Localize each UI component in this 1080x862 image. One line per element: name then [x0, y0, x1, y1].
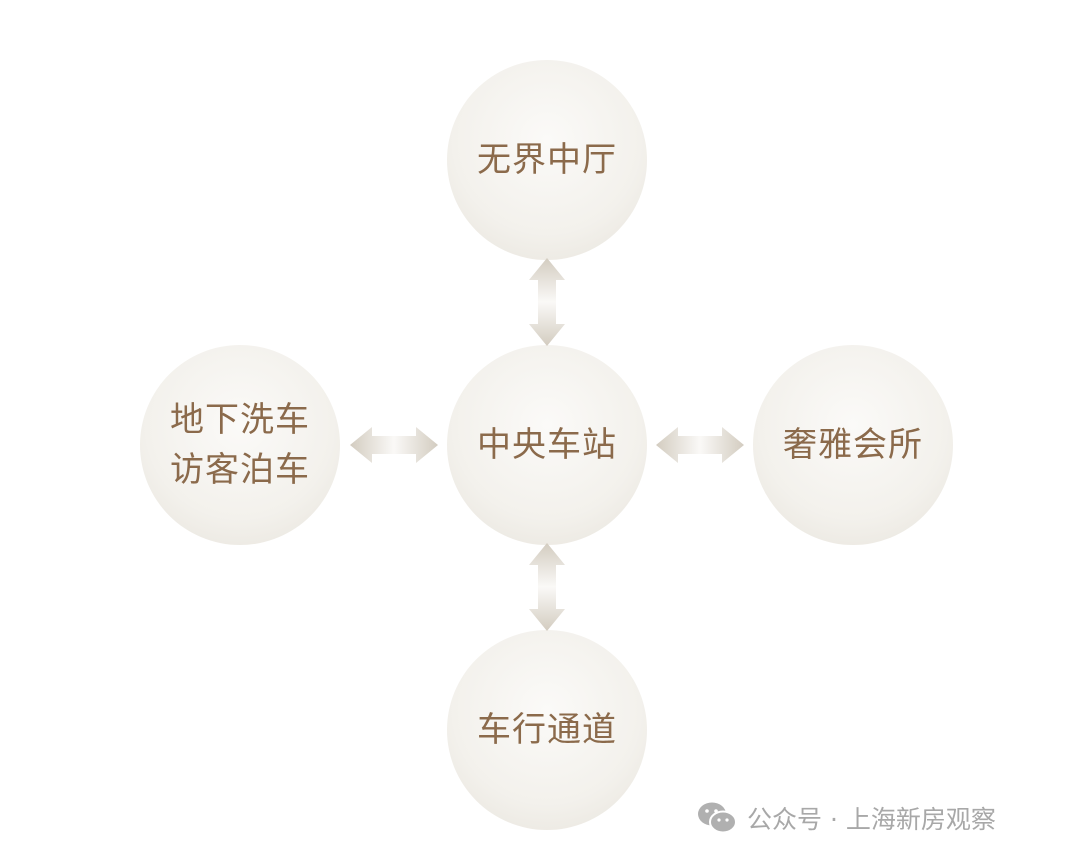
arrow-center-right	[656, 427, 744, 463]
node-right-label: 奢雅会所	[783, 425, 923, 465]
node-top: 无界中厅	[447, 60, 647, 260]
node-bottom-label: 车行通道	[477, 710, 617, 750]
wechat-icon	[698, 802, 737, 834]
node-left: 地下洗车 访客泊车	[140, 345, 340, 545]
arrow-center-bottom	[529, 543, 565, 631]
node-center-label: 中央车站	[477, 425, 617, 465]
node-bottom: 车行通道	[447, 630, 647, 830]
node-left-line2: 访客泊车	[170, 450, 310, 490]
footer-watermark: 公众号 · 上海新房观察	[697, 800, 996, 836]
node-right: 奢雅会所	[753, 345, 953, 545]
node-top-label: 无界中厅	[477, 140, 617, 180]
footer-text: 公众号 · 上海新房观察	[747, 805, 996, 834]
node-center: 中央车站	[447, 345, 647, 545]
arrow-top-center	[529, 258, 565, 346]
node-left-line1: 地下洗车	[170, 400, 310, 440]
arrow-left-center	[350, 427, 438, 463]
